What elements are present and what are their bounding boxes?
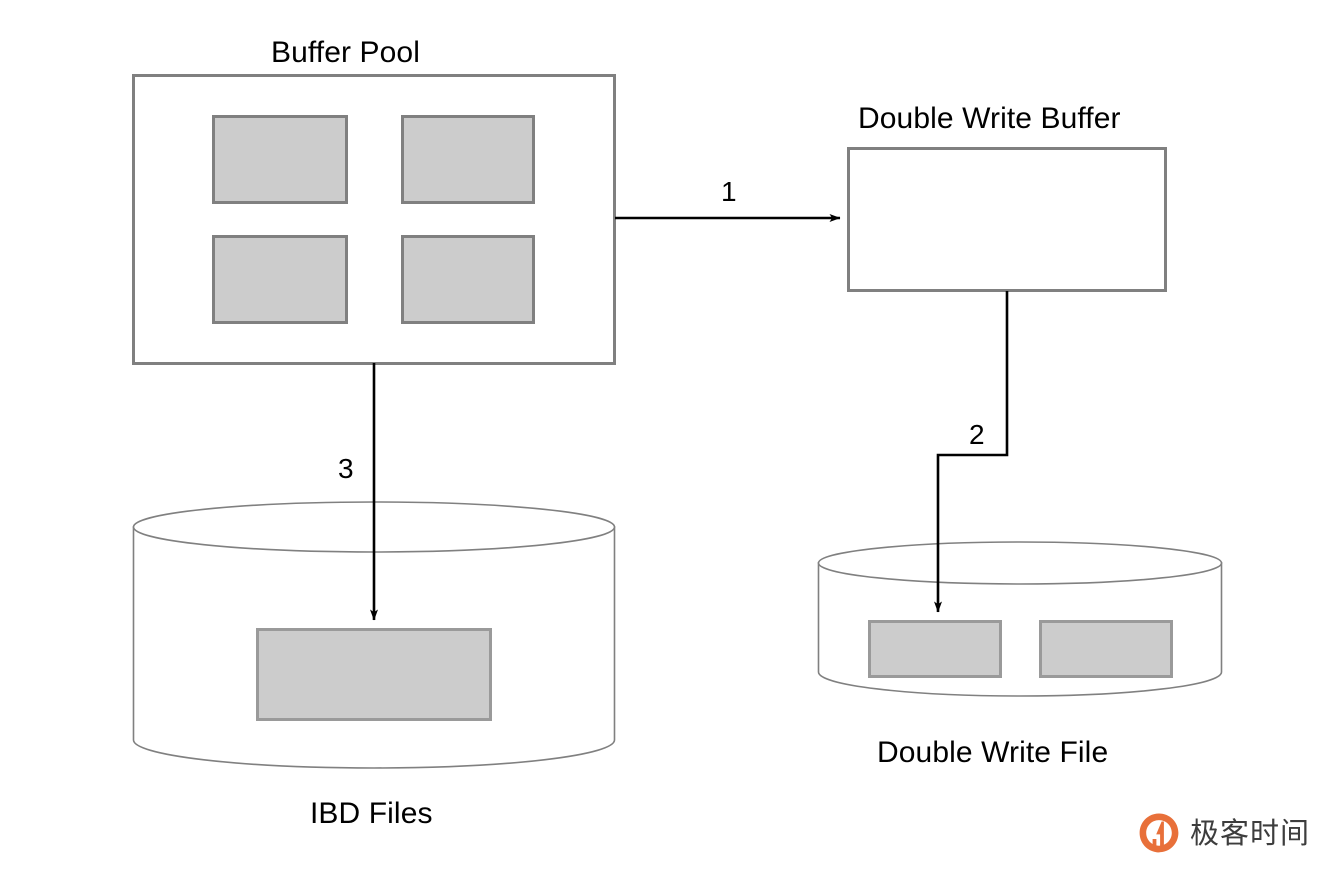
buffer-pool-page-1 <box>212 115 348 204</box>
watermark-text: 极客时间 <box>1190 815 1311 850</box>
buffer-pool-page-3 <box>212 235 348 324</box>
node-double-write-file <box>817 541 1223 697</box>
buffer-pool-box <box>132 74 616 365</box>
double-write-file-page-c <box>1039 620 1173 678</box>
edge-2-arrow <box>934 291 1009 613</box>
geektime-logo-icon <box>1138 812 1180 854</box>
buffer-pool-page-2 <box>401 115 535 204</box>
edge-1-label: 1 <box>721 176 737 207</box>
double-write-file-title: Double Write File <box>877 736 1109 769</box>
buffer-pool-title: Buffer Pool <box>271 36 420 69</box>
buffer-pool-page-4 <box>401 235 535 324</box>
double-write-buffer-title: Double Write Buffer <box>858 102 1121 135</box>
node-buffer-pool <box>132 74 616 365</box>
double-write-file-cylinder-top <box>817 541 1223 585</box>
edge-3-label: 3 <box>338 453 354 484</box>
edge-2-label: 2 <box>969 419 985 450</box>
node-double-write-buffer <box>847 147 1167 292</box>
double-write-buffer-box <box>847 147 1167 292</box>
watermark: 极客时间 <box>1138 812 1310 854</box>
ibd-files-page-a <box>256 628 492 721</box>
ibd-files-title: IBD Files <box>310 797 433 830</box>
double-write-file-page-b <box>868 620 1002 678</box>
